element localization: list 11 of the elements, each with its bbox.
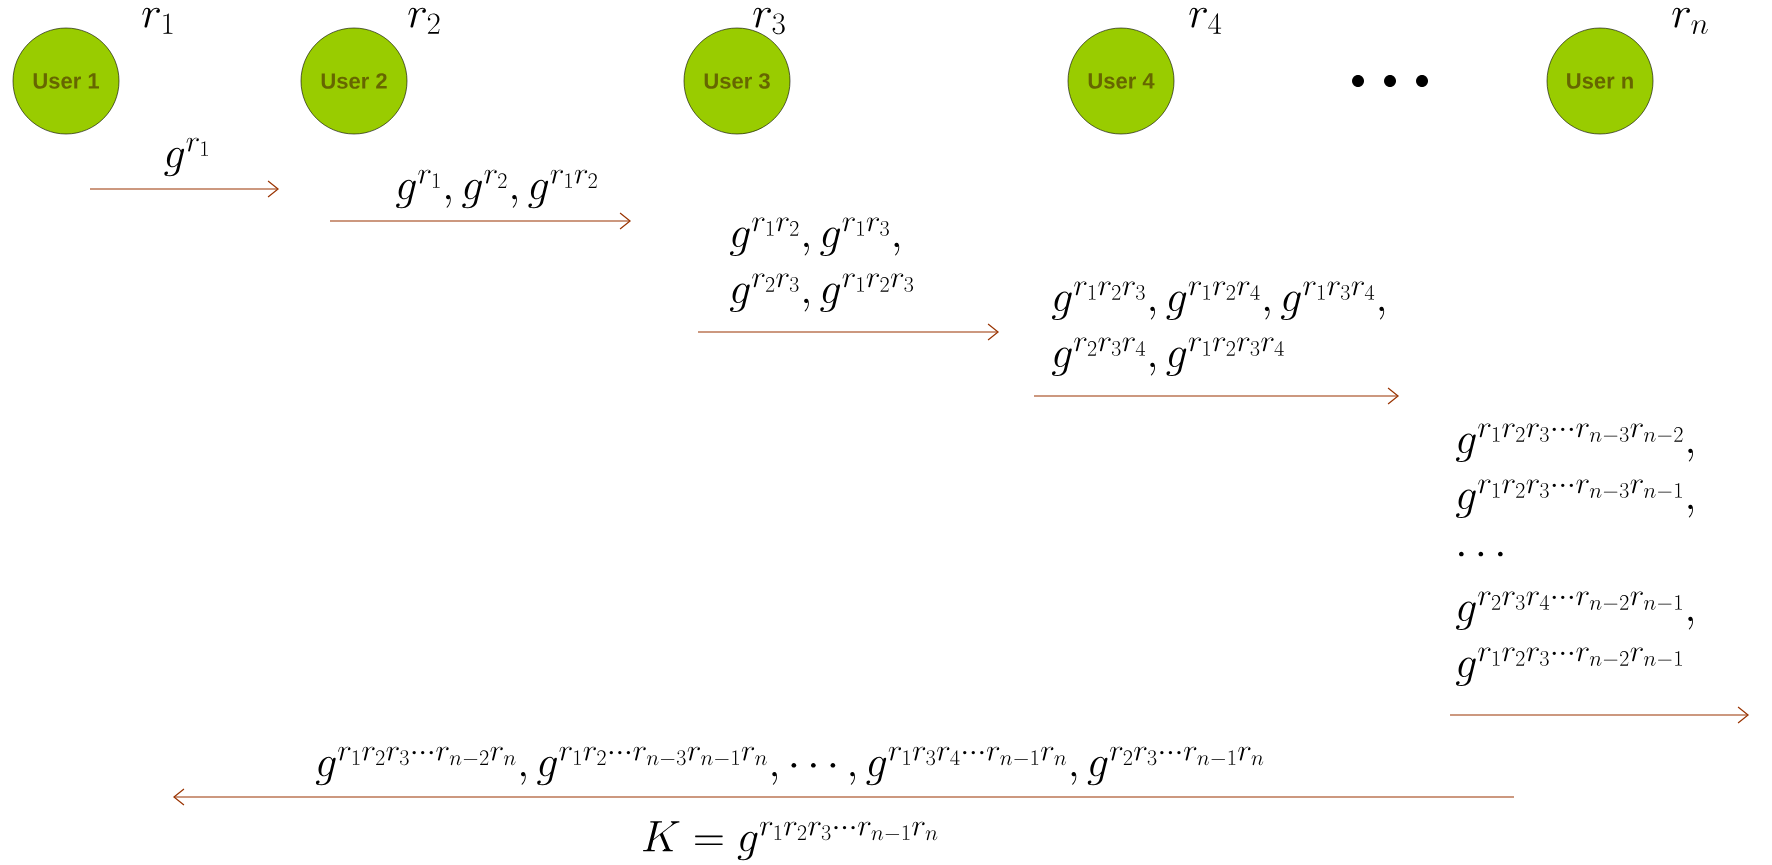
variable-label: $r_2$ (408, 7, 440, 34)
formula-label: $\begin{array}{l} g^{r_1 r_2}, g^{r_1 r_3}, \\ g^{r_2 r_3}, g^{r_1 r_2 r_3} \end{array}$ (730, 217, 914, 312)
formula-label: $g^{r_1}, g^{r_2}, g^{r_1 r_2}$ (396, 169, 597, 209)
formula-label: $\begin{array}{l} g^{r_1 r_2 r_3 \cdots r_{n-3} r_{n-2}}, \\ g^{r_1 r_2 r_3 \cdots r_{n-3} r_{n-1}}, \\ \cdots \\ g^{r_2 r_3 r_4 \cdots r_{n-2} r_{n-1}}, \\ g^{r_1 r_2 r_3 \cdots r_{n-2} r_{n-1}} \end{array}$ (1456, 423, 1693, 686)
variable-label: $r_n$ (1672, 7, 1708, 35)
formula-label: $g^{r_1 r_2 r_3 \cdots r_{n-2} r_n}, g^{r_1 r_2 \cdots r_{n-3} r_{n-1} r_n}, \cdots, g^{r_1 r_3 r_4 \cdots r_{n-1} r_n}, g^{r_2 r_3 \cdots r_{n-1} r_n}$ (315, 746, 1264, 786)
key-formula: $K = g^{r_1 r_2 r_3 \cdots r_{n-1} r_n}$ (643, 821, 938, 861)
variable-label: $r_4$ (1189, 7, 1222, 34)
variable-label: $r_1$ (142, 7, 173, 34)
formula-label: $\begin{array}{l} g^{r_1 r_2 r_3}, g^{r_1 r_2 r_4}, g^{r_1 r_3 r_4}, \\ g^{r_2 r_3 r_4}, g^{r_1 r_2 r_3 r_4} \end{array}$ (1052, 281, 1385, 376)
formula-label: $g^{r_1}$ (164, 137, 208, 177)
